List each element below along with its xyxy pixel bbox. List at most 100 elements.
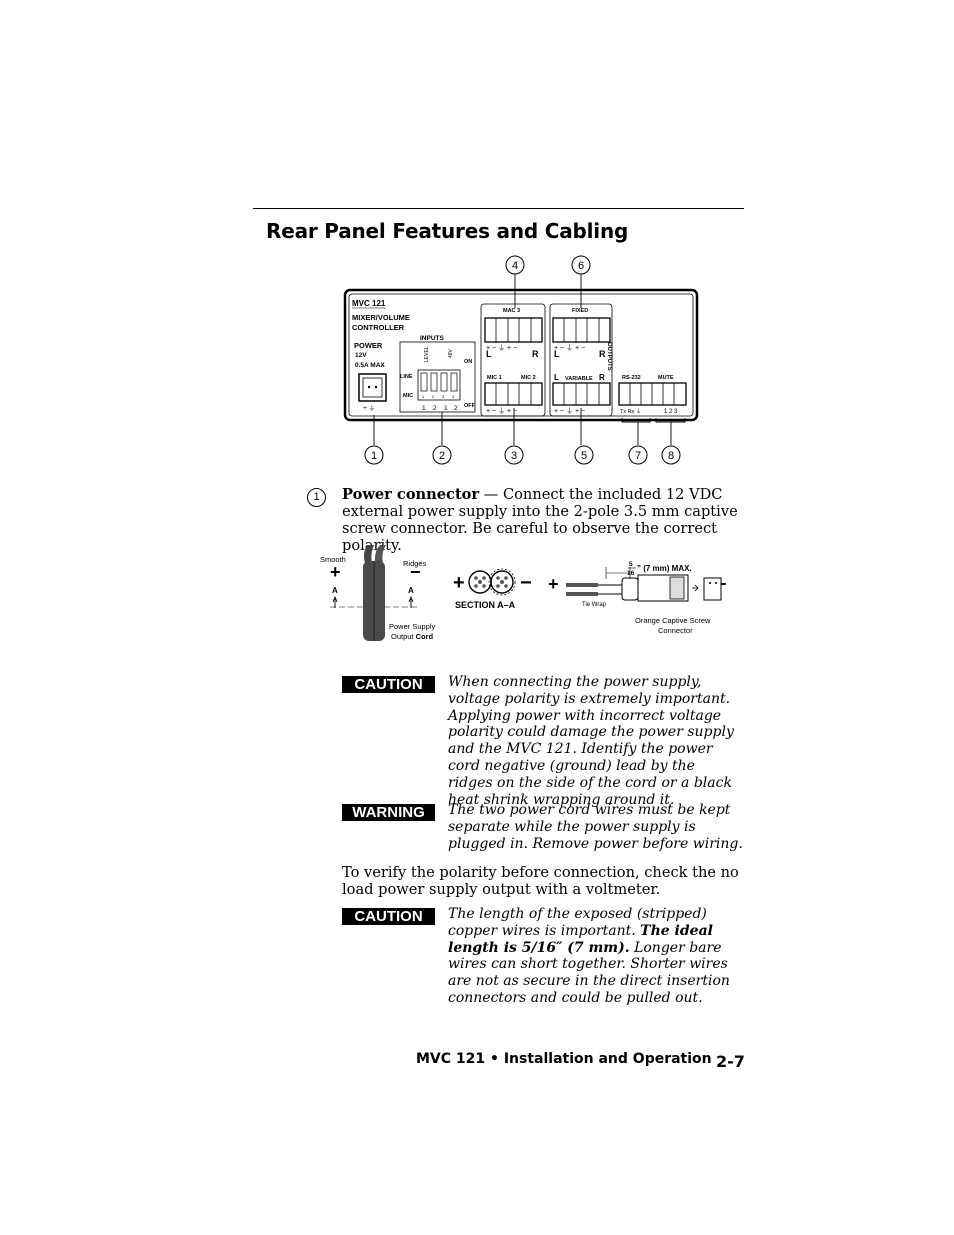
inputs-label: INPUTS <box>420 335 445 342</box>
variable-output-connector <box>552 382 611 406</box>
svg-text:3: 3 <box>511 450 517 462</box>
power-polarity: + ⏚ <box>363 404 375 412</box>
callout-6: 6 <box>571 255 591 275</box>
cord-cross-section <box>468 568 516 596</box>
callout-5: 5 <box>574 445 594 465</box>
ps-cord-line2: Output Cord <box>391 632 434 641</box>
variable-pins: + − ⏚ + − <box>554 407 585 415</box>
footer-title: MVC 121 • Installation and Operation <box>416 1051 712 1067</box>
variable-label: VARIABLE <box>565 376 593 382</box>
callout-2: 2 <box>432 445 452 465</box>
frac-numerator: 5 <box>629 561 633 568</box>
svg-text:8: 8 <box>668 450 674 462</box>
power-spec-2: 0.5A MAX <box>355 362 385 369</box>
input-group-1a: 1 <box>422 405 426 412</box>
svg-text:1: 1 <box>371 450 377 462</box>
variable-l: L <box>554 373 559 382</box>
fixed-pins: + − ⏚ + − <box>554 344 585 352</box>
stripped-wire-drawing <box>566 567 722 602</box>
panel-model: MVC 121 <box>352 299 386 308</box>
power-spec-1: 12V <box>355 352 367 359</box>
section-a-left: A <box>332 586 338 595</box>
outputs-label: OUTPUTS <box>606 342 612 371</box>
mic12-pins: + − ⏚ + − <box>486 407 517 415</box>
item-number-badge: 1 <box>307 488 326 507</box>
cord-drawing <box>363 545 386 641</box>
callout-4: 4 <box>505 255 525 275</box>
input-group-1b: 1 <box>444 405 448 412</box>
mute-pins: 1 2 3 <box>664 409 678 415</box>
header-rule <box>253 208 744 209</box>
mic2-label: MIC 2 <box>521 375 536 381</box>
section-heading: Rear Panel Features and Cabling <box>266 219 629 243</box>
input-group-2a: 2 <box>433 405 437 412</box>
caution-badge-2: CAUTION <box>342 908 435 925</box>
off-label: OFF <box>464 403 476 409</box>
section-minus: − <box>520 572 532 594</box>
plus-sign: + <box>330 562 341 582</box>
power-connector-text: — Connect the included 12 VDC external p… <box>342 486 738 554</box>
dip-num-2: 2 <box>432 394 435 399</box>
line-label: LINE <box>400 374 413 380</box>
input-group-2b: 2 <box>454 405 458 412</box>
mic3-pins: + − ⏚ + − <box>486 344 517 352</box>
section-label: SECTION A–A <box>455 600 516 610</box>
svg-text:7: 7 <box>635 450 641 462</box>
frac-denominator: 16 <box>627 570 635 577</box>
section-a-right: A <box>408 586 414 595</box>
power-cord-illustration: Smooth Ridges + − A A Power Supply Outpu… <box>320 545 727 641</box>
dip-num-1: 1 <box>422 394 425 399</box>
caution-wire-length-text: The length of the exposed (stripped) cop… <box>448 906 743 1007</box>
phantom-label: 48V <box>448 348 454 358</box>
ridges-label: Ridges <box>403 559 427 568</box>
variable-r: R <box>599 373 605 382</box>
fixed-l: L <box>554 349 560 359</box>
callout-3: 3 <box>504 445 524 465</box>
connector-label-2: Connector <box>658 626 693 635</box>
section-plus: + <box>453 572 465 594</box>
mic1-label: MIC 1 <box>487 375 502 381</box>
mic3-connector <box>484 317 543 343</box>
level-label: LEVEL <box>424 346 430 362</box>
svg-text:6: 6 <box>578 260 584 272</box>
panel-subtitle-2: CONTROLLER <box>352 323 405 332</box>
wire-plus: + <box>548 574 559 594</box>
power-connector <box>358 373 387 402</box>
mic12-connector <box>484 382 543 406</box>
dip-num-4: 4 <box>452 394 455 399</box>
minus-sign: − <box>410 562 421 582</box>
page-number: 2-7 <box>716 1052 745 1071</box>
callout-1: 1 <box>364 445 384 465</box>
mic3-r: R <box>532 349 539 359</box>
mic-label: MIC <box>403 393 413 399</box>
fixed-r: R <box>599 349 606 359</box>
svg-text:2: 2 <box>439 450 445 462</box>
svg-text:4: 4 <box>512 260 518 272</box>
callout-7: 7 <box>628 445 648 465</box>
rs232-pins: Tx Rx ⏚ <box>620 408 641 415</box>
power-connector-term: Power connector <box>342 486 480 503</box>
on-label: ON <box>464 359 472 365</box>
callout-8: 8 <box>661 445 681 465</box>
mute-label: MUTE <box>658 375 674 381</box>
mic3-label: MAC 3 <box>503 308 520 314</box>
power-connector-description: Power connector — Connect the included 1… <box>342 486 742 554</box>
mic3-l: L <box>486 349 492 359</box>
caution-badge: CAUTION <box>342 676 435 693</box>
warning-text: The two power cord wires must be kept se… <box>448 802 743 852</box>
warning-badge: WARNING <box>342 804 435 821</box>
verify-polarity-text: To verify the polarity before connection… <box>342 864 739 898</box>
fixed-label: FIXED <box>572 308 588 314</box>
caution2-text-b: Longer bare wires can short together. Sh… <box>448 939 730 1006</box>
smooth-label: Smooth <box>320 555 346 564</box>
max-length-label: ” (7 mm) MAX. <box>637 564 692 573</box>
caution2-text-a: The length of the exposed (stripped) cop… <box>448 906 707 939</box>
power-label: POWER <box>354 341 383 350</box>
panel-subtitle-1: MIXER/VOLUME <box>352 313 410 322</box>
dip-switches <box>417 369 461 401</box>
connector-label-1: Orange Captive Screw <box>635 616 711 625</box>
caution2-ideal-length: The ideal length is 5/16″ (7 mm). <box>448 922 713 956</box>
fixed-output-connector <box>552 317 611 343</box>
rs232-mute-connector <box>618 382 687 406</box>
tie-wrap-label: Tie Wrap <box>582 602 607 608</box>
